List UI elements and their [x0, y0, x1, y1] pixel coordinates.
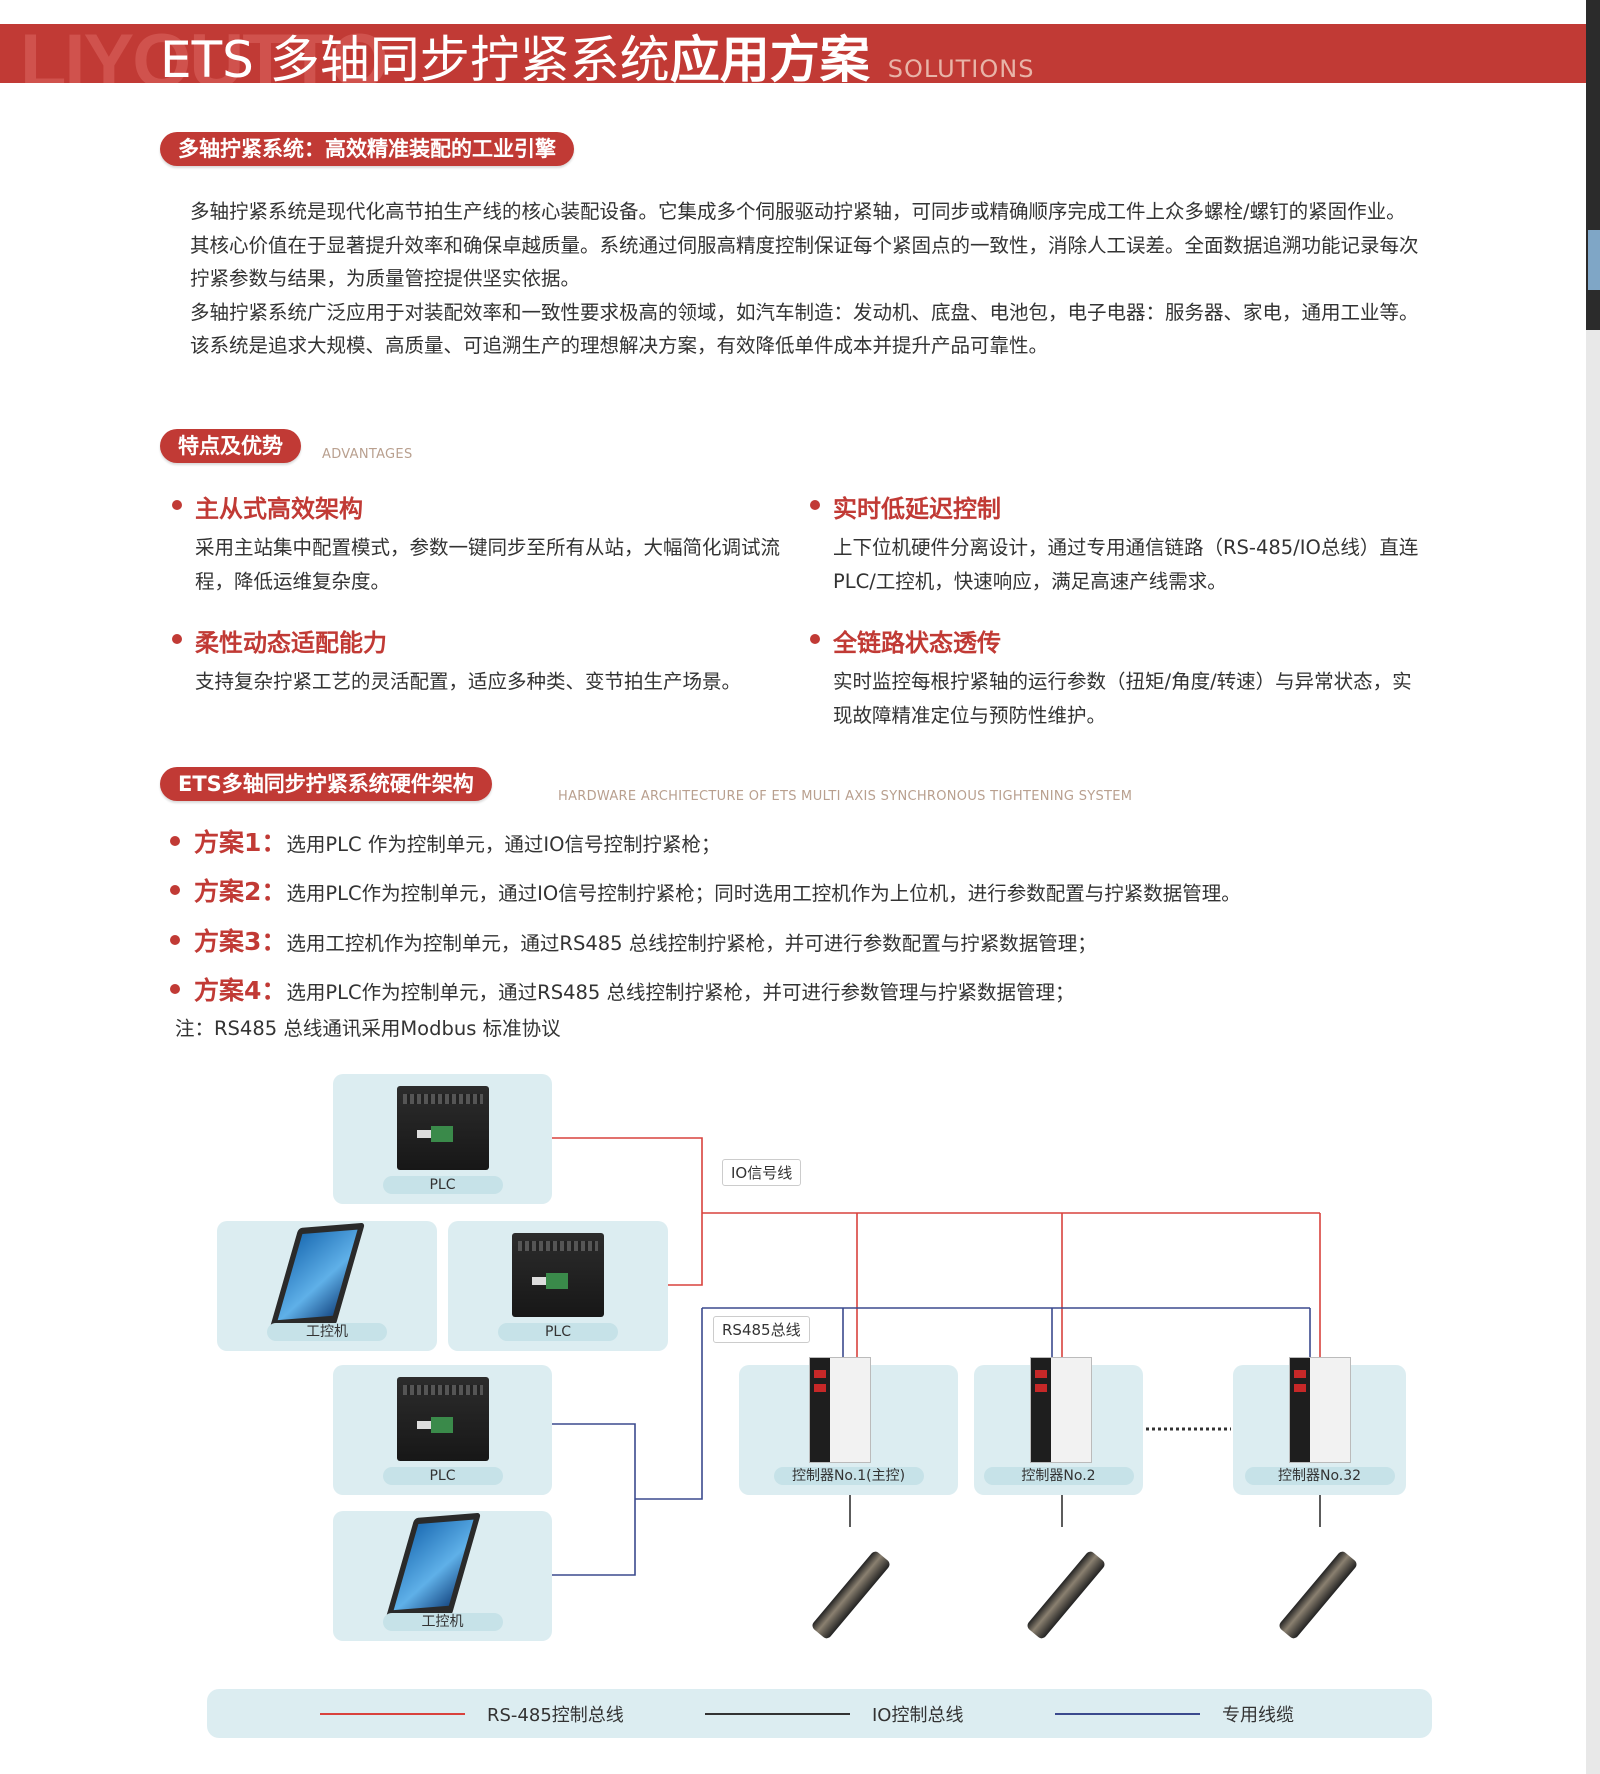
controller-label: 控制器No.2 — [983, 1467, 1134, 1485]
controller-icon — [1289, 1357, 1351, 1463]
controller-label: 控制器No.1(主控) — [773, 1467, 924, 1485]
scheme-item: 方案3：选用工控机作为控制单元，通过RS485 总线控制拧紧枪，并可进行参数配置… — [170, 922, 1097, 958]
bullet-icon — [172, 634, 182, 644]
feature-desc: 实时监控每根拧紧轴的运行参数（扭矩/角度/转速）与异常状态，实现故障精准定位与预… — [833, 670, 1412, 727]
scheme-text: 选用PLC作为控制单元，通过RS485 总线控制拧紧枪，并可进行参数管理与拧紧数… — [286, 981, 1075, 1004]
plc-icon — [396, 1086, 489, 1170]
scheme-label: 方案1： — [194, 828, 287, 857]
feature-title: 柔性动态适配能力 — [195, 629, 387, 657]
io-signal-tag: IO信号线 — [722, 1159, 802, 1186]
controller-card: 控制器No.2 — [974, 1357, 1143, 1495]
page-title: ETS 多轴同步拧紧系统应用方案 SOLUTIONS — [160, 30, 1034, 83]
section-heading-advantages: 特点及优势 — [160, 429, 301, 463]
feature-desc: 采用主站集中配置模式，参数一键同步至所有从站，大幅简化调试流程，降低运维复杂度。 — [195, 536, 781, 593]
bullet-icon — [170, 885, 180, 895]
intro-text: 多轴拧紧系统是现代化高节拍生产线的核心装配设备。它集成多个伺服驱动拧紧轴，可同步… — [190, 195, 1420, 363]
intro-paragraph: 多轴拧紧系统广泛应用于对装配效率和一致性要求极高的领域，如汽车制造：发动机、底盘… — [190, 300, 1419, 358]
diagram-legend: RS-485控制总线 IO控制总线 专用线缆 — [207, 1689, 1432, 1738]
protocol-note: 注：RS485 总线通讯采用Modbus 标准协议 — [175, 1017, 561, 1040]
ipc-device-card: 工控机 — [217, 1221, 437, 1351]
scheme-item: 方案2：选用PLC作为控制单元，通过IO信号控制拧紧枪；同时选用工控机作为上位机… — [170, 872, 1241, 908]
legend-swatch-blue — [1055, 1712, 1200, 1715]
controller-card: 控制器No.1(主控) — [739, 1357, 958, 1495]
bullet-icon — [170, 984, 180, 994]
industrial-pc-icon — [384, 1512, 481, 1622]
device-label: PLC — [382, 1467, 503, 1485]
section-heading-advantages-en: ADVANTAGES — [322, 447, 413, 462]
feature-title: 主从式高效架构 — [195, 495, 363, 523]
industrial-pc-icon — [268, 1222, 366, 1332]
scheme-text: 选用PLC 作为控制单元，通过IO信号控制拧紧枪； — [286, 833, 721, 856]
bullet-icon — [810, 634, 820, 644]
rs485-tag: RS485总线 — [713, 1316, 810, 1343]
plc-device-card: PLC — [333, 1074, 552, 1204]
io-signal-line — [552, 1137, 703, 1286]
title-prefix: ETS 多轴同步拧紧系统 — [160, 31, 670, 83]
rs485-trunk — [635, 1308, 703, 1500]
section-heading-hardware-en: HARDWARE ARCHITECTURE OF ETS MULTI AXIS … — [558, 789, 1133, 804]
intro-paragraph: 其核心价值在于显著提升效率和确保卓越质量。系统通过伺服高精度控制保证每个紧固点的… — [190, 233, 1419, 291]
feature-title: 全链路状态透传 — [833, 629, 1001, 657]
bullet-icon — [170, 836, 180, 846]
plc-device-card: PLC — [448, 1221, 668, 1351]
bullet-icon — [172, 500, 182, 510]
legend-item: RS-485控制总线 — [320, 1689, 624, 1738]
plc-device-card: PLC — [333, 1365, 552, 1495]
controller-card: 控制器No.32 — [1233, 1357, 1406, 1495]
scheme-text: 选用工控机作为控制单元，通过RS485 总线控制拧紧枪，并可进行参数配置与拧紧数… — [286, 932, 1097, 955]
title-banner: LIYOUTTO ETS 多轴同步拧紧系统应用方案 SOLUTIONS — [0, 24, 1586, 83]
scheme-item: 方案4：选用PLC作为控制单元，通过RS485 总线控制拧紧枪，并可进行参数管理… — [170, 971, 1075, 1007]
legend-label: 专用线缆 — [1222, 1704, 1294, 1726]
intro-paragraph: 多轴拧紧系统是现代化高节拍生产线的核心装配设备。它集成多个伺服驱动拧紧轴，可同步… — [190, 200, 1406, 223]
scheme-label: 方案3： — [194, 927, 287, 956]
bullet-icon — [170, 935, 180, 945]
legend-label: RS-485控制总线 — [487, 1704, 624, 1726]
plc-icon — [396, 1377, 489, 1461]
controller-icon — [809, 1357, 871, 1463]
scheme-item: 方案1：选用PLC 作为控制单元，通过IO信号控制拧紧枪； — [170, 823, 720, 859]
bullet-icon — [810, 500, 820, 510]
plc-icon — [512, 1233, 604, 1317]
brand-watermark: LIYOUTTO — [20, 24, 389, 83]
controller-icon — [1030, 1357, 1092, 1463]
feature-desc: 支持复杂拧紧工艺的灵活配置，适应多种类、变节拍生产场景。 — [195, 670, 742, 693]
device-label: 工控机 — [267, 1323, 387, 1341]
scheme-text: 选用PLC作为控制单元，通过IO信号控制拧紧枪；同时选用工控机作为上位机，进行参… — [286, 882, 1241, 905]
legend-item: IO控制总线 — [705, 1689, 963, 1738]
rs485-feed-line — [552, 1423, 636, 1576]
adjacent-page-edge — [1586, 0, 1600, 1774]
legend-item: 专用线缆 — [1055, 1689, 1294, 1738]
feature-desc: 上下位机硬件分离设计，通过专用通信链路（RS-485/IO总线）直连PLC/工控… — [833, 536, 1419, 593]
device-label: 工控机 — [382, 1613, 503, 1631]
legend-swatch-red — [320, 1712, 465, 1715]
title-bold: 应用方案 — [669, 31, 870, 83]
legend-swatch-black — [705, 1712, 850, 1715]
ipc-device-card: 工控机 — [333, 1511, 552, 1641]
device-label: PLC — [382, 1176, 503, 1194]
feature-title: 实时低延迟控制 — [833, 495, 1001, 523]
legend-label: IO控制总线 — [872, 1704, 964, 1726]
section-heading-intro: 多轴拧紧系统：高效精准装配的工业引擎 — [160, 132, 574, 166]
controller-label: 控制器No.32 — [1244, 1467, 1395, 1485]
title-english: SOLUTIONS — [887, 55, 1035, 83]
device-label: PLC — [498, 1323, 618, 1341]
scheme-label: 方案4： — [194, 976, 287, 1005]
section-heading-hardware: ETS多轴同步拧紧系统硬件架构 — [160, 767, 492, 801]
scheme-label: 方案2： — [194, 877, 287, 906]
